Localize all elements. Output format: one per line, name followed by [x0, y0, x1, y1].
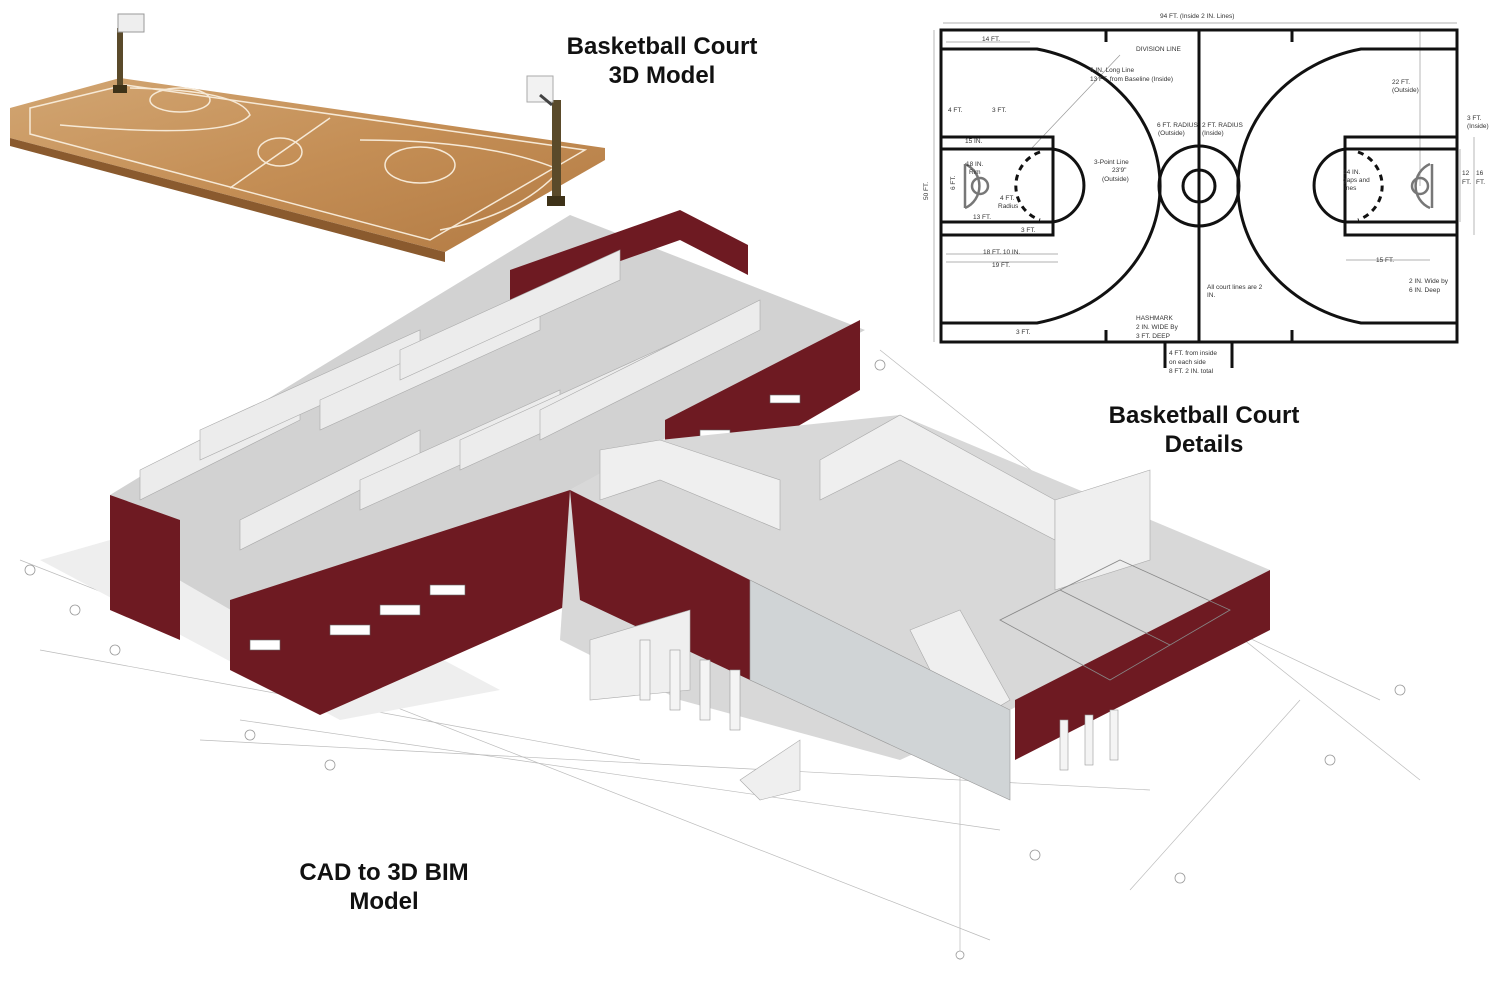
label: 2 FT. RADIUS	[1202, 122, 1243, 129]
label-width: 50 FT.	[923, 182, 930, 200]
label: 14 IN.	[1343, 169, 1361, 176]
label-length: 94 FT. (Inside 2 IN. Lines)	[1160, 13, 1234, 20]
brick-wall-front	[110, 495, 180, 640]
floor-edge	[10, 138, 445, 262]
label: 13 FT.	[973, 214, 991, 221]
label: (Inside)	[1202, 130, 1224, 137]
label: (Outside)	[1392, 87, 1419, 94]
title-line: Model	[349, 888, 419, 915]
glass-curtain-wall	[749, 579, 1011, 801]
label: Rim	[969, 169, 981, 176]
label: 3-Point Line	[1094, 159, 1129, 166]
label: 14 FT.	[982, 36, 1000, 43]
label: DIVISION LINE	[1136, 46, 1181, 53]
south-interior-walls	[589, 414, 1151, 801]
court-lines	[29, 84, 588, 241]
gym-court-lines	[999, 559, 1231, 681]
label: 18 FT. 10 IN.	[983, 249, 1020, 256]
interior-walls	[139, 249, 761, 551]
label: (Outside)	[1158, 130, 1185, 137]
label: All court lines are 2	[1207, 284, 1263, 291]
brick-wall-side	[230, 490, 580, 715]
label: 4 FT. from inside	[1169, 350, 1217, 357]
label: gaps and	[1343, 177, 1370, 184]
label: (Outside)	[1102, 176, 1129, 183]
label: IN.	[1207, 292, 1216, 299]
label: 6 FT. RADIUS	[1157, 122, 1198, 129]
label: lines	[1343, 185, 1357, 192]
label: FT.	[1462, 179, 1471, 186]
label: 2 IN. WIDE By	[1136, 324, 1179, 331]
wood-floor	[10, 78, 605, 252]
label: 4 FT.	[1000, 195, 1015, 202]
court-3d-title: Basketball Court 3D Model	[532, 32, 792, 90]
hoop-left	[113, 13, 145, 93]
label: 19 FT.	[992, 262, 1010, 269]
label: 22 FT.	[1392, 79, 1410, 86]
label: 13 FT. from Baseline (Inside)	[1090, 76, 1173, 83]
label: Radius	[998, 203, 1019, 210]
windows	[249, 394, 801, 651]
court-details-title: Basketball Court Details	[1074, 401, 1334, 459]
label: 6 IN. Deep	[1409, 287, 1440, 294]
brick-corridor	[570, 490, 750, 680]
label: 2 IN. Wide by	[1409, 278, 1449, 285]
label: on each side	[1169, 359, 1206, 366]
court-3d-model	[10, 13, 605, 262]
rims	[963, 162, 1434, 210]
court-lines	[939, 28, 1459, 368]
label: HASHMARK	[1136, 315, 1174, 322]
gym-brick-wall	[1015, 570, 1270, 760]
label: 6 FT.	[950, 175, 957, 190]
label: 3 FT.	[1467, 115, 1482, 122]
label: 12	[1462, 170, 1470, 177]
label: FT.	[1476, 179, 1485, 186]
label: 6 IN. Long Line	[1090, 67, 1134, 74]
locker-room-partitions	[639, 639, 1119, 771]
hoop-right	[526, 75, 565, 206]
title-line: Basketball Court	[1108, 402, 1300, 429]
label: 15 IN.	[965, 138, 983, 145]
court-details-diagram: 94 FT. (Inside 2 IN. Lines) 50 FT. 14 FT…	[923, 0, 1500, 385]
grid-bubbles	[24, 359, 1406, 960]
label: 23'9"	[1112, 167, 1127, 174]
label: 3 FT. DEEP	[1136, 333, 1170, 340]
label: 8 FT. 2 IN. total	[1169, 368, 1214, 375]
label: 4 FT.	[948, 107, 963, 114]
title-line: 3D Model	[608, 62, 716, 89]
label: 15 FT.	[1376, 257, 1394, 264]
label: 3 FT.	[1016, 329, 1031, 336]
label: 18 IN.	[966, 161, 984, 168]
label: 3 FT.	[1021, 227, 1036, 234]
brick-wall-east	[665, 320, 860, 460]
title-line: Details	[1164, 431, 1244, 458]
label: 3 FT.	[992, 107, 1007, 114]
label: (Inside)	[1467, 123, 1489, 130]
title-line: CAD to 3D BIM	[299, 859, 469, 886]
bim-title: CAD to 3D BIM Model	[254, 858, 514, 916]
title-line: Basketball Court	[566, 33, 758, 60]
label: 16	[1476, 170, 1484, 177]
